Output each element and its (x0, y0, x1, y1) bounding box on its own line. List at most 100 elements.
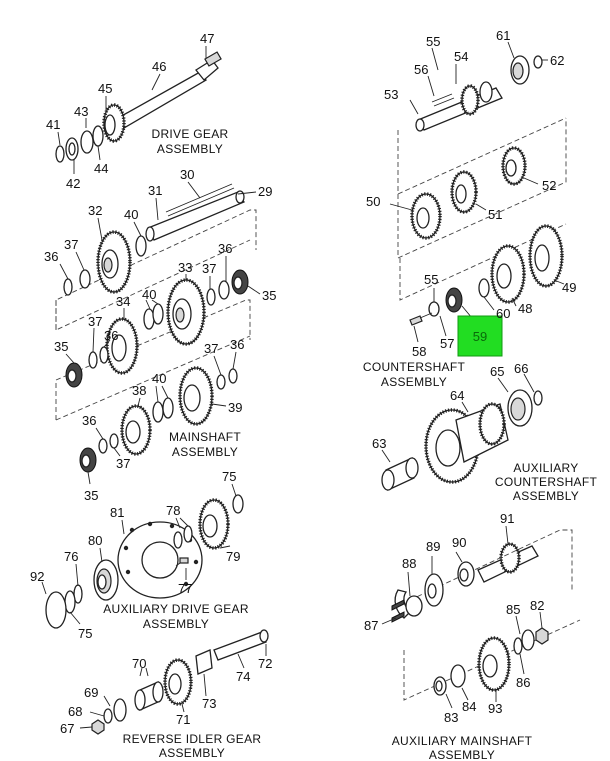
callout-51: 51 (488, 207, 502, 222)
callout-61: 61 (496, 28, 510, 43)
callout-39: 39 (228, 400, 242, 415)
callout-55a: 55 (426, 34, 440, 49)
callout-63: 63 (372, 436, 386, 451)
callout-74: 74 (236, 669, 250, 684)
callout-70: 70 (132, 656, 146, 671)
auxiliary-countershaft-assembly (381, 373, 543, 491)
callout-75a: 75 (222, 469, 236, 484)
callout-69: 69 (84, 685, 98, 700)
callout-42: 42 (66, 176, 80, 191)
auxiliary-mainshaft-assembly (381, 525, 581, 709)
callout-34: 34 (116, 294, 130, 309)
callout-37b: 37 (202, 261, 216, 276)
mainshaft-title-2: ASSEMBLY (172, 445, 238, 459)
callout-68: 68 (68, 704, 82, 719)
callout-71: 71 (176, 712, 190, 727)
reverse-idler-title-1: REVERSE IDLER GEAR (123, 732, 262, 746)
callout-35c: 35 (84, 488, 98, 503)
drive-gear-assembly (55, 46, 222, 174)
callout-40c: 40 (152, 371, 166, 386)
callout-67: 67 (60, 721, 74, 736)
callout-85: 85 (506, 602, 520, 617)
aux-countershaft-title-1: AUXILIARY (513, 461, 578, 475)
callout-40a: 40 (124, 207, 138, 222)
callout-37c: 37 (88, 314, 102, 329)
callout-35a: 35 (262, 288, 276, 303)
callout-53: 53 (384, 87, 398, 102)
callout-45: 45 (98, 81, 112, 96)
callout-36a: 36 (44, 249, 58, 264)
callout-82: 82 (530, 598, 544, 613)
reverse-idler-gear-assembly (79, 629, 269, 735)
mainshaft-title-1: MAINSHAFT (169, 430, 241, 444)
callout-80: 80 (88, 533, 102, 548)
callout-72: 72 (258, 656, 272, 671)
callout-46: 46 (152, 59, 166, 74)
callout-57: 57 (440, 336, 454, 351)
auxiliary-drive-gear-assembly (41, 483, 244, 629)
callout-55b: 55 (424, 272, 438, 287)
callout-60: 60 (496, 306, 510, 321)
callout-88: 88 (402, 556, 416, 571)
callout-93: 93 (488, 701, 502, 716)
callout-73: 73 (202, 696, 216, 711)
callout-86: 86 (516, 675, 530, 690)
callout-66: 66 (514, 361, 528, 376)
callout-40b: 40 (142, 287, 156, 302)
callout-76: 76 (64, 549, 78, 564)
callout-36e: 36 (82, 413, 96, 428)
callout-83: 83 (444, 710, 458, 725)
callout-44: 44 (94, 161, 108, 176)
callout-38: 38 (132, 383, 146, 398)
callout-75b: 75 (78, 626, 92, 641)
callout-50: 50 (366, 194, 380, 209)
aux-drive-title-2: ASSEMBLY (143, 617, 209, 631)
drive-gear-title-1: DRIVE GEAR (151, 127, 228, 141)
callout-92: 92 (30, 569, 44, 584)
aux-countershaft-title-3: ASSEMBLY (513, 489, 579, 503)
callout-36c: 36 (104, 328, 118, 343)
aux-drive-title-1: AUXILIARY DRIVE GEAR (103, 602, 249, 616)
callout-64: 64 (450, 388, 464, 403)
drive-gear-title-2: ASSEMBLY (157, 142, 223, 156)
callout-77: 77 (178, 581, 192, 596)
callout-87: 87 (364, 618, 378, 633)
callout-52: 52 (542, 178, 556, 193)
callout-65: 65 (490, 364, 504, 379)
callout-78: 78 (166, 503, 180, 518)
mainshaft-assembly (55, 181, 261, 485)
callout-81: 81 (110, 505, 124, 520)
callout-54: 54 (454, 49, 468, 64)
callout-91: 91 (500, 511, 514, 526)
reverse-idler-title-2: ASSEMBLY (159, 746, 225, 760)
callout-62: 62 (550, 53, 564, 68)
callout-32: 32 (88, 203, 102, 218)
callout-36d: 36 (230, 337, 244, 352)
callout-30: 30 (180, 167, 194, 182)
aux-mainshaft-title-2: ASSEMBLY (429, 748, 495, 761)
countershaft-assembly (389, 41, 567, 343)
callout-31: 31 (148, 183, 162, 198)
callout-48: 48 (518, 301, 532, 316)
callout-41: 41 (46, 117, 60, 132)
highlight-label: 59 (473, 329, 487, 344)
callout-58: 58 (412, 344, 426, 359)
callout-numbers: 47 46 45 43 41 42 44 30 29 31 32 40 37 3… (30, 28, 576, 736)
callout-43: 43 (74, 104, 88, 119)
section-titles: DRIVE GEAR ASSEMBLY MAINSHAFT ASSEMBLY A… (103, 127, 597, 761)
callout-79: 79 (226, 549, 240, 564)
aux-mainshaft-title-1: AUXILIARY MAINSHAFT (392, 734, 533, 748)
callout-56: 56 (414, 62, 428, 77)
callout-37a: 37 (64, 237, 78, 252)
aux-countershaft-title-2: COUNTERSHAFT (495, 475, 598, 489)
callout-36b: 36 (218, 241, 232, 256)
callout-37d: 37 (204, 341, 218, 356)
callout-89: 89 (426, 539, 440, 554)
callout-84: 84 (462, 699, 476, 714)
highlighted-part-59[interactable]: 59 (457, 315, 503, 357)
countershaft-title-2: ASSEMBLY (381, 375, 447, 389)
callout-33: 33 (178, 260, 192, 275)
callout-35b: 35 (54, 339, 68, 354)
callout-90: 90 (452, 535, 466, 550)
